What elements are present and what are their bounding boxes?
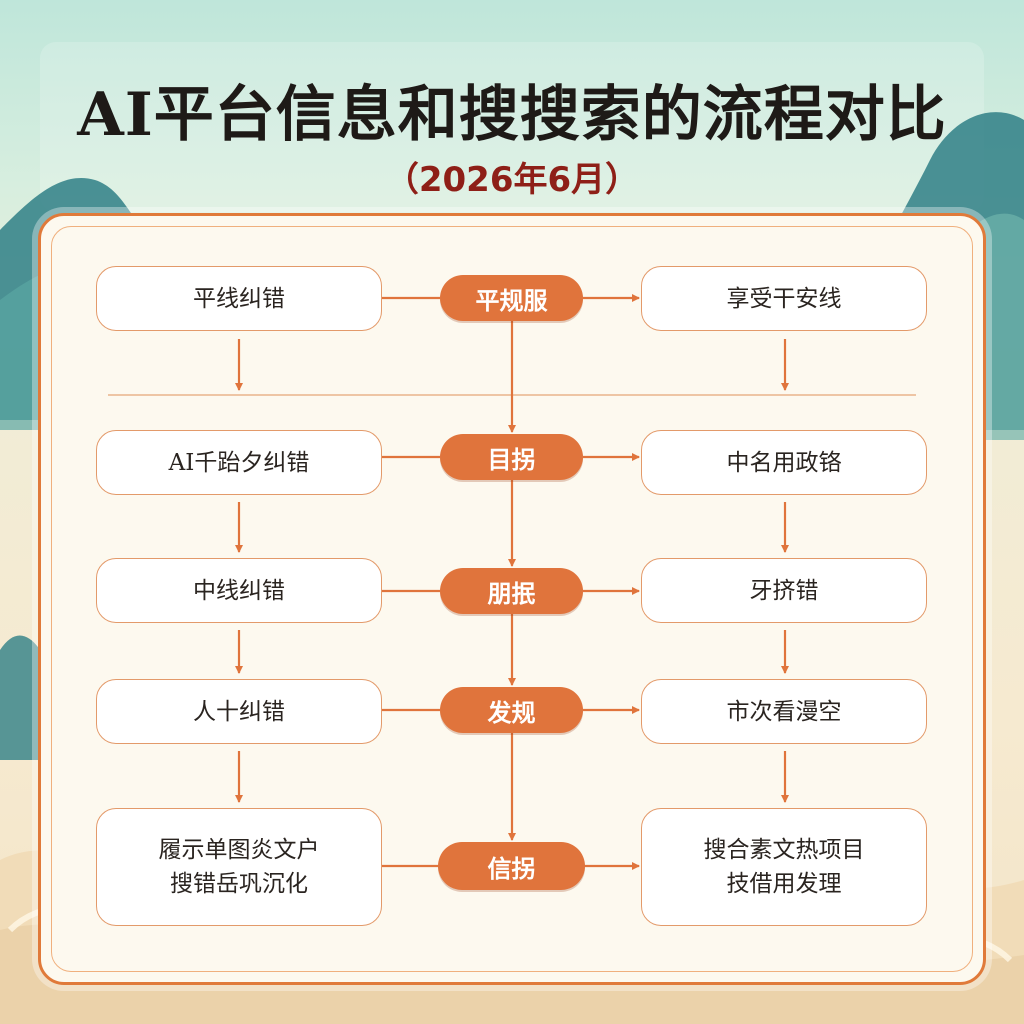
left-step-5: 履示单图炎文户 搜错岳巩沉化 <box>96 808 382 926</box>
left-step-1: 平线纠错 <box>96 266 382 331</box>
panel-inner-border <box>51 226 973 972</box>
center-step-5: 信拐 <box>438 842 585 890</box>
center-step-1: 平规服 <box>440 275 583 321</box>
right-step-5: 搜合素文热项目 技借用发理 <box>641 808 927 926</box>
center-step-2: 目拐 <box>440 434 583 480</box>
page-title: AI平台信息和搜搜索的流程对比 <box>77 80 947 150</box>
right-step-1: 享受干安线 <box>641 266 927 331</box>
title-backdrop <box>40 42 984 212</box>
right-step-2: 中名用政铬 <box>641 430 927 495</box>
center-step-3: 朋抿 <box>440 568 583 614</box>
right-step-3: 牙挤错 <box>641 558 927 623</box>
right-step-4: 市次看漫空 <box>641 679 927 744</box>
left-step-3: 中线纠错 <box>96 558 382 623</box>
left-step-4: 人十纠错 <box>96 679 382 744</box>
left-step-2: AI千跆夕纠错 <box>96 430 382 495</box>
page-subtitle: （2026年6月） <box>384 160 640 200</box>
center-step-4: 发规 <box>440 687 583 733</box>
